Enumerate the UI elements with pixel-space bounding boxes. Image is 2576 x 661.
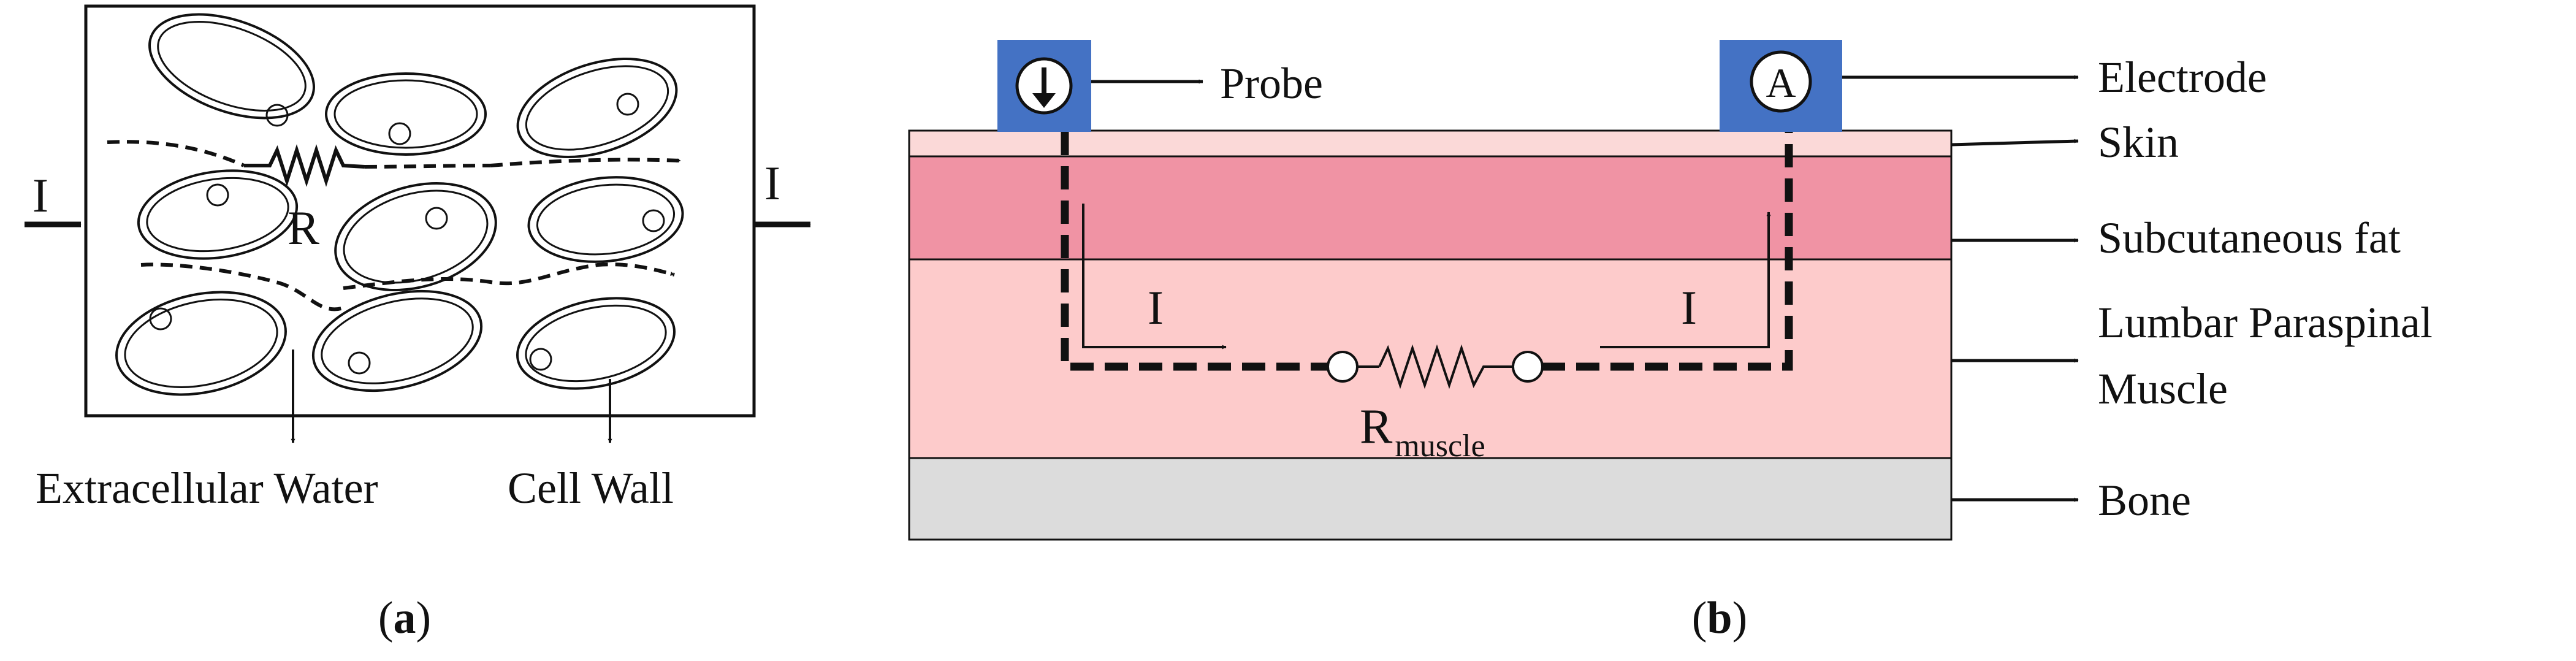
panel-b: A Rmuscle I I Probe Electrode Skin Subcu…	[908, 40, 2433, 643]
nucleus	[642, 209, 665, 232]
circuit-left	[1061, 132, 1330, 371]
resistor-node-left	[1327, 351, 1358, 383]
muscle-resistor-label: Rmuscle	[1360, 400, 1485, 464]
nucleus	[616, 93, 639, 116]
bone-layer	[908, 457, 1953, 541]
current-arrow-right	[1600, 212, 1771, 348]
cell	[516, 57, 678, 159]
resistor-node-right	[1512, 351, 1544, 383]
skin-label: Skin	[2098, 118, 2179, 167]
nucleus	[206, 183, 229, 207]
muscle-resistor-symbol	[1378, 344, 1514, 389]
cell	[311, 289, 483, 392]
cell	[325, 72, 487, 156]
muscle-label-line2: Muscle	[2098, 364, 2228, 413]
caption-b: (b)	[1692, 593, 1747, 643]
skin-leader	[1951, 139, 2079, 147]
current-in-label: I	[32, 169, 48, 222]
caption-a: (a)	[378, 593, 431, 643]
muscle-label-line1: Lumbar Paraspinal	[2098, 298, 2433, 347]
bone-label: Bone	[2098, 476, 2191, 525]
down-arrowhead-icon	[1032, 93, 1056, 108]
nucleus	[265, 104, 289, 127]
current-path-lower-left	[140, 262, 344, 311]
current-path-lower-right	[343, 262, 675, 290]
current-arrow-left	[1082, 204, 1227, 350]
current-path-upper-mid	[364, 164, 491, 169]
ammeter-symbol	[1750, 50, 1812, 113]
nucleus	[348, 351, 371, 375]
resistor-symbol	[244, 144, 365, 187]
nucleus	[149, 307, 172, 330]
probe-label: Probe	[1220, 59, 1323, 108]
cell	[516, 297, 676, 390]
current-path-upper-left	[107, 140, 245, 167]
extracellular-water-label: Extracellular Water	[36, 464, 378, 513]
resistor-label: R	[288, 201, 319, 254]
cell	[148, 13, 315, 127]
current-right-label: I	[1681, 281, 1697, 334]
cell-wall-label: Cell Wall	[508, 464, 674, 513]
nucleus	[388, 122, 411, 145]
panel-a: R I I Extracellular Water Cell Wall (a)	[25, 4, 811, 643]
current-path-upper-right	[490, 158, 681, 167]
cell	[115, 291, 287, 396]
ammeter-label: A	[1766, 59, 1796, 106]
nucleus	[529, 348, 552, 371]
subcutaneous-fat-label: Subcutaneous fat	[2098, 213, 2401, 262]
nucleus	[425, 207, 448, 230]
cell	[137, 169, 299, 260]
circuit-right	[1542, 132, 1793, 371]
current-out-label: I	[764, 156, 780, 210]
cell	[527, 176, 684, 263]
current-left-label: I	[1148, 281, 1164, 334]
electrode-label: Electrode	[2098, 53, 2267, 102]
